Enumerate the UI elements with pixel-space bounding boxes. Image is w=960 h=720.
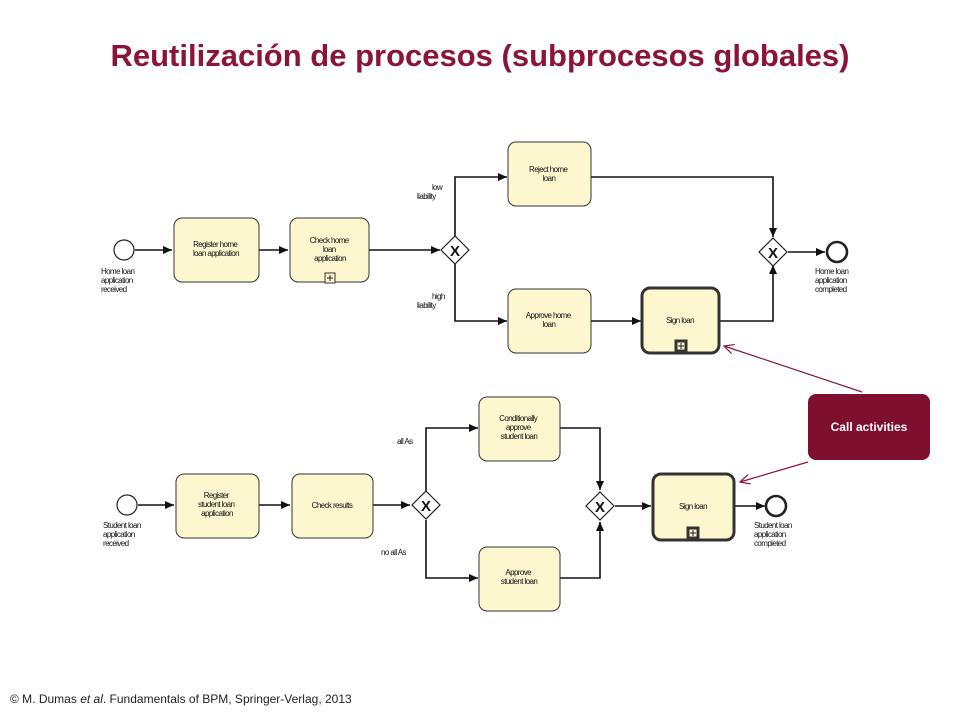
- svg-text:Sign loan: Sign loan: [666, 316, 694, 325]
- svg-text:Approve home loan: Approve home loan: [526, 311, 572, 329]
- home-flow-high-label: high liability: [417, 292, 446, 310]
- svg-text:Register home loan app: Register home loan application: [193, 240, 239, 258]
- home-xor-join: X: [758, 237, 788, 267]
- home-end-event: [825, 240, 849, 264]
- flow-low-liability: [454, 173, 507, 237]
- student-xor-split: X: [411, 490, 441, 520]
- slide-title: Reutilización de procesos (subprocesos g…: [110, 38, 850, 73]
- home-end-label: Home loan application completed: [815, 267, 850, 294]
- callout-pointer-top: [724, 346, 863, 393]
- home-task-reject[interactable]: Reject home loan: [507, 141, 592, 207]
- home-start-label: Home loan application received: [101, 267, 136, 294]
- flow-no-all-as: [425, 520, 478, 582]
- svg-text:Check home loan: Check home loan application: [310, 236, 351, 263]
- home-task-check[interactable]: Check home loan application: [289, 217, 370, 284]
- flow-cond-join: [560, 427, 604, 490]
- home-call-sign-loan[interactable]: Sign loan: [640, 286, 721, 355]
- svg-text:Register student loan: Register student loan application: [198, 491, 236, 518]
- flow-reject-join: [591, 176, 777, 237]
- flow-approve-join: [560, 522, 604, 579]
- student-xor-join: X: [585, 491, 615, 521]
- home-task-register[interactable]: Register home loan application: [173, 217, 260, 283]
- svg-text:X: X: [450, 243, 460, 260]
- student-end-label: Student loan application completed: [754, 521, 793, 548]
- svg-text:Reject home loan: Reject home loan: [529, 165, 569, 183]
- home-xor-split: X: [440, 235, 470, 265]
- callout-pointer-bottom: [740, 461, 809, 482]
- call-activities-callout: Call activities: [808, 394, 930, 460]
- student-task-check-results[interactable]: Check results: [291, 473, 374, 539]
- student-start-label: Student loan application received: [103, 521, 142, 548]
- svg-text:X: X: [768, 245, 778, 262]
- student-call-sign-loan[interactable]: Sign loan: [651, 472, 736, 542]
- svg-text:X: X: [595, 499, 605, 516]
- student-flow-all-as-label: all As: [397, 437, 413, 446]
- svg-text:Approve student loan: Approve student loan: [501, 568, 538, 586]
- svg-text:X: X: [421, 498, 431, 515]
- student-task-approve[interactable]: Approve student loan: [478, 546, 561, 612]
- flow-all-as: [425, 424, 478, 491]
- subprocess-marker-icon: [674, 339, 688, 353]
- student-flow-no-all-as-label: no all As: [381, 548, 406, 557]
- home-flow-low-label: low liability: [417, 183, 444, 201]
- home-loan-process: Home loan application received Register …: [101, 141, 850, 355]
- subprocess-marker-icon: [686, 526, 700, 540]
- student-start-event: [116, 494, 138, 516]
- student-loan-process: Student loan application received Regist…: [103, 396, 793, 612]
- flow-sign-join: [720, 265, 777, 322]
- flow-high-liability: [454, 264, 507, 325]
- svg-text:Conditionally approve: Conditionally approve student loan: [499, 414, 539, 441]
- home-start-event: [113, 239, 135, 261]
- svg-text:Sign loan: Sign loan: [679, 502, 707, 511]
- citation-footer: © M. Dumas et al. Fundamentals of BPM, S…: [10, 692, 352, 706]
- student-task-register[interactable]: Register student loan application: [175, 473, 260, 539]
- student-end-event: [764, 494, 788, 518]
- svg-text:Check results: Check results: [312, 501, 353, 510]
- subprocess-marker-icon: [324, 272, 336, 284]
- student-task-cond-approve[interactable]: Conditionally approve student loan: [478, 396, 561, 462]
- home-task-approve[interactable]: Approve home loan: [507, 288, 592, 354]
